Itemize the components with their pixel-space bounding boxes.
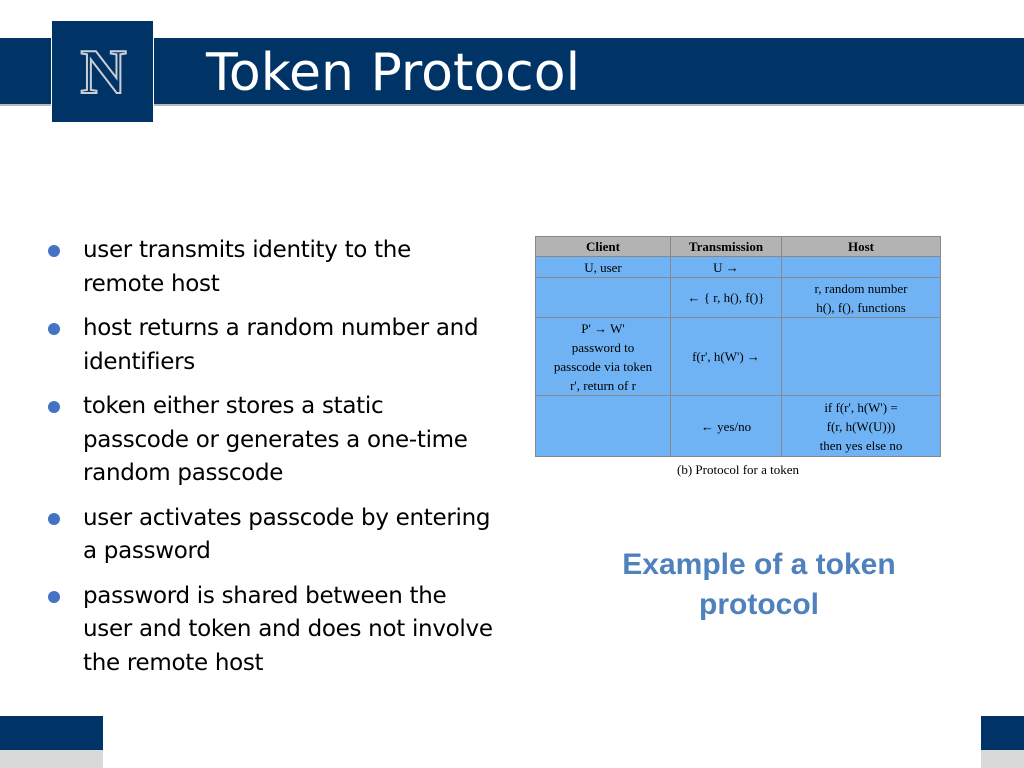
title-band [0,38,1024,104]
table-cell: f(r', h(W') → [671,318,782,396]
table-cell: r, random number h(), f(), functions [782,278,940,318]
bullet-text: token either stores a static passcode or… [83,393,468,486]
table-row: ← yes/no if f(r', h(W') = f(r, h(W(U))) … [536,396,940,456]
bullet-dot-icon [48,590,60,603]
table-row: ← { r, h(), f()} r, random number h(), f… [536,278,940,318]
table-header-row: Client Transmission Host [536,237,940,257]
cell-line: if f(r', h(W') = [824,399,898,415]
cell-line: h(), f(), functions [816,299,906,315]
table-cell: ← yes/no [671,396,782,456]
bullet-item: host returns a random number and identif… [44,312,494,379]
footer-block-left [0,716,103,750]
cell-line: f(r', h(W') → [692,349,760,364]
table-cell [782,257,940,278]
cell-line: P' → W' [581,320,625,336]
table-cell: P' → W' password to passcode via token r… [536,318,671,396]
cell-line: ← yes/no [700,418,752,434]
example-label: Example of a token protocol [622,548,896,621]
bullet-item: token either stores a static passcode or… [44,390,494,491]
table-cell: U → [671,257,782,278]
bullet-text: user activates passcode by entering a pa… [83,504,491,565]
bullet-text: password is shared between the user and … [83,582,493,676]
bullet-text: user transmits identity to the remote ho… [83,237,411,297]
cell-line: passcode via token [553,358,653,374]
bullet-list: user transmits identity to the remote ho… [44,234,494,691]
cell-line: r', return of r [570,377,636,393]
cell-line: U, user [584,259,622,275]
cell-line: then yes else no [819,437,903,453]
bullet-item: password is shared between the user and … [44,580,494,681]
bullet-dot-icon [48,323,60,335]
table-cell [536,278,671,318]
cell-line: password to [571,339,635,355]
bullet-item: user activates passcode by entering a pa… [44,502,494,569]
cell-line: r, random number [814,280,908,296]
slide-title: Token Protocol [206,43,581,103]
cell-line: U → [713,259,739,275]
table-cell: ← { r, h(), f()} [671,278,782,318]
bullet-item: user transmits identity to the remote ho… [44,234,494,301]
footer-block-right [981,716,1024,750]
bullet-dot-icon [48,245,60,257]
cell-line: f(r, h(W(U))) [826,418,896,434]
logo-letter: N [79,35,127,107]
table-cell: U, user [536,257,671,278]
title-divider [0,104,1024,106]
bullet-text: host returns a random number and identif… [83,315,479,375]
university-logo: N [51,20,154,123]
table-row: P' → W' password to passcode via token r… [536,318,940,396]
protocol-table: Client Transmission Host U, user U → ← {… [535,236,941,457]
table-cell: if f(r', h(W') = f(r, h(W(U))) then yes … [782,396,940,456]
table-cell [536,396,671,456]
figure-caption: (b) Protocol for a token [676,462,800,477]
table-row: U, user U → [536,257,940,278]
table-header-cell: Transmission [671,237,782,257]
bullet-dot-icon [48,512,60,525]
bullet-dot-icon [48,401,60,413]
footer-gap [103,716,981,768]
table-header-cell: Client [536,237,671,257]
table-cell [782,318,940,396]
cell-line: ← { r, h(), f()} [687,290,765,305]
table-header-cell: Host [782,237,940,257]
